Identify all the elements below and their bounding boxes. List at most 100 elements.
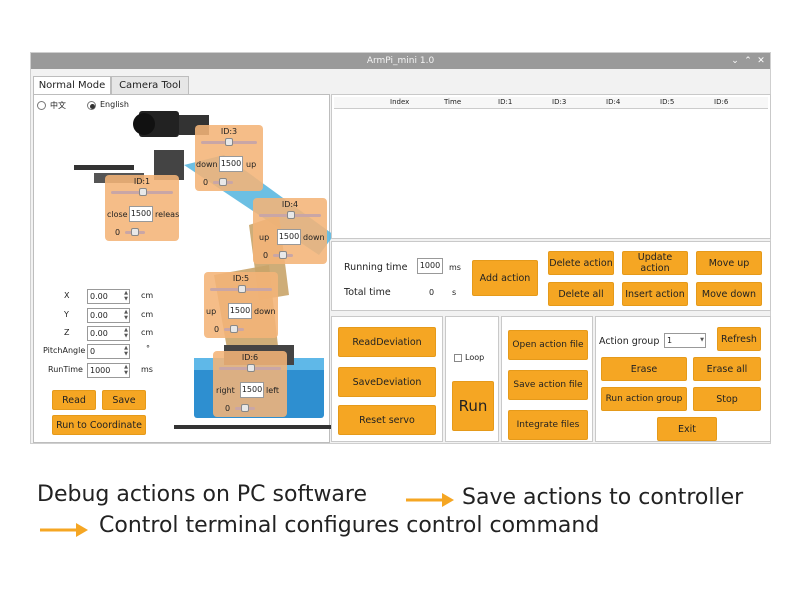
window-title: ArmPi_mini 1.0 — [366, 56, 435, 66]
servo-id6-value[interactable]: 1500 — [240, 382, 264, 398]
radio-chinese-label: 中文 — [50, 101, 66, 110]
spin-arrows-icon[interactable]: ▲▼ — [124, 290, 128, 302]
caption-save-actions: Save actions to controller — [462, 485, 744, 510]
total-time-value: 0 — [429, 288, 435, 297]
running-time-input[interactable]: 1000 — [417, 258, 443, 274]
spin-arrows-icon[interactable]: ▲▼ — [124, 309, 128, 321]
col-id3[interactable]: ID:3 — [552, 98, 567, 106]
servo-id6-slider-handle[interactable] — [247, 364, 255, 372]
chevron-down-icon[interactable]: ▼ — [700, 337, 704, 343]
action-group-panel: Action group 1▼ Refresh Erase Erase all … — [595, 316, 771, 442]
tab-camera-tool[interactable]: Camera Tool — [111, 76, 189, 94]
servo-id6-label: ID:6 — [241, 353, 259, 362]
action-group-select[interactable]: 1▼ — [664, 333, 706, 348]
loop-checkbox[interactable] — [454, 354, 462, 362]
servo-id5-right-label: down — [254, 307, 276, 316]
exit-button[interactable]: Exit — [657, 417, 717, 441]
servo-id3-right-label: up — [246, 160, 257, 169]
move-up-button[interactable]: Move up — [696, 251, 762, 275]
integrate-files-button[interactable]: Integrate files — [508, 410, 588, 440]
coord-pitch-input[interactable]: 0 ▲▼ — [87, 344, 130, 359]
run-panel: Loop Run — [445, 316, 499, 442]
servo-id3-left-label: down — [196, 160, 218, 169]
servo-id3-offset-handle[interactable] — [219, 178, 227, 186]
servo-id1-slider-handle[interactable] — [139, 188, 147, 196]
coord-pitch-value: 0 — [90, 347, 96, 356]
coord-z-unit: cm — [141, 328, 154, 337]
deviation-panel: ReadDeviation SaveDeviation Reset servo — [331, 316, 443, 442]
move-down-button[interactable]: Move down — [696, 282, 762, 306]
col-time[interactable]: Time — [444, 98, 462, 106]
col-index[interactable]: Index — [390, 98, 410, 106]
servo-id4-value[interactable]: 1500 — [277, 229, 301, 245]
col-id5[interactable]: ID:5 — [660, 98, 675, 106]
servo-id6-offset-handle[interactable] — [241, 404, 249, 412]
update-action-button[interactable]: Update action — [622, 251, 688, 275]
col-id4[interactable]: ID:4 — [606, 98, 621, 106]
add-action-button[interactable]: Add action — [472, 260, 538, 296]
col-id1[interactable]: ID:1 — [498, 98, 513, 106]
coord-runtime-label: RunTime — [48, 365, 83, 374]
app-window: ArmPi_mini 1.0 ⌄ ⌃ ✕ Normal Mode Camera … — [30, 52, 771, 444]
servo-panel-id4: ID:4 up 1500 down 0 — [253, 198, 327, 264]
reset-servo-button[interactable]: Reset servo — [338, 405, 436, 435]
servo-id5-value[interactable]: 1500 — [228, 303, 252, 319]
spin-arrows-icon[interactable]: ▲▼ — [124, 327, 128, 339]
coord-runtime-unit: ms — [141, 365, 153, 374]
servo-id3-value[interactable]: 1500 — [219, 156, 243, 172]
erase-all-button[interactable]: Erase all — [693, 357, 761, 381]
run-action-group-button[interactable]: Run action group — [601, 387, 687, 411]
run-button[interactable]: Run — [452, 381, 494, 431]
insert-action-button[interactable]: Insert action — [622, 282, 688, 306]
open-action-file-button[interactable]: Open action file — [508, 330, 588, 360]
servo-id1-offset-handle[interactable] — [131, 228, 139, 236]
erase-button[interactable]: Erase — [601, 357, 687, 381]
spin-arrows-icon[interactable]: ▲▼ — [124, 364, 128, 376]
action-edit-panel: Running time 1000 ms Total time 0 s Add … — [331, 241, 771, 311]
run-to-coordinate-button[interactable]: Run to Coordinate — [52, 415, 146, 435]
delete-action-button[interactable]: Delete action — [548, 251, 614, 275]
coord-runtime-input[interactable]: 1000 ▲▼ — [87, 363, 130, 378]
coord-runtime-value: 1000 — [90, 366, 111, 375]
save-action-file-button[interactable]: Save action file — [508, 370, 588, 400]
servo-id4-slider-handle[interactable] — [287, 211, 295, 219]
close-icon[interactable]: ✕ — [757, 56, 765, 66]
tab-normal-mode[interactable]: Normal Mode — [33, 76, 111, 95]
minimize-icon[interactable]: ⌄ — [731, 56, 739, 66]
radio-english[interactable] — [87, 101, 96, 110]
servo-id5-left-label: up — [206, 307, 217, 316]
radio-chinese[interactable] — [37, 101, 46, 110]
servo-id1-left-label: close — [107, 210, 128, 219]
delete-all-button[interactable]: Delete all — [548, 282, 614, 306]
servo-id4-offset-handle[interactable] — [279, 251, 287, 259]
servo-id5-slider-handle[interactable] — [238, 285, 246, 293]
maximize-icon[interactable]: ⌃ — [744, 56, 752, 66]
coord-x-input[interactable]: 0.00▲▼ — [87, 289, 130, 304]
servo-id3-offset: 0 — [203, 178, 209, 187]
servo-id4-label: ID:4 — [281, 200, 299, 209]
coord-z-input[interactable]: 0.00▲▼ — [87, 326, 130, 341]
servo-id1-offset: 0 — [115, 228, 121, 237]
read-deviation-button[interactable]: ReadDeviation — [338, 327, 436, 357]
refresh-button[interactable]: Refresh — [717, 327, 761, 351]
servo-id1-right-label: releas — [155, 210, 180, 219]
read-button[interactable]: Read — [52, 390, 96, 410]
stop-button[interactable]: Stop — [693, 387, 761, 411]
servo-id3-slider-handle[interactable] — [225, 138, 233, 146]
total-time-unit: s — [452, 288, 457, 297]
action-group-value: 1 — [667, 336, 673, 345]
servo-id5-offset-handle[interactable] — [230, 325, 238, 333]
save-button[interactable]: Save — [102, 390, 146, 410]
action-group-label: Action group — [599, 336, 660, 347]
servo-id1-value[interactable]: 1500 — [129, 206, 153, 222]
spin-arrows-icon[interactable]: ▲▼ — [124, 345, 128, 357]
save-deviation-button[interactable]: SaveDeviation — [338, 367, 436, 397]
coord-y-input[interactable]: 0.00 ▲▼ — [87, 308, 130, 323]
coord-y-value: 0.00 — [90, 311, 108, 320]
running-time-unit: ms — [449, 263, 461, 272]
arrow-right-icon — [406, 493, 454, 507]
col-id6[interactable]: ID:6 — [714, 98, 729, 106]
servo-id5-offset: 0 — [214, 325, 220, 334]
servo-id3-label: ID:3 — [220, 127, 238, 136]
coord-pitch-label: PitchAngle — [43, 346, 86, 355]
